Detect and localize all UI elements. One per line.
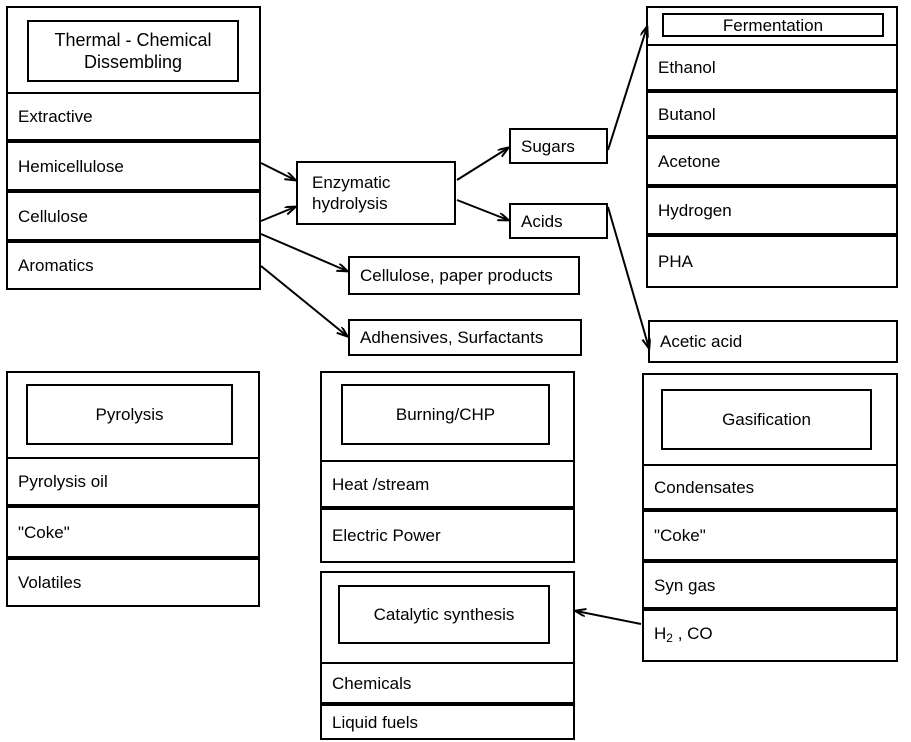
burning-chp-row-electric-label: Electric Power	[332, 526, 441, 545]
fermentation-row-ethanol[interactable]: Ethanol	[646, 44, 898, 91]
fermentation-header: Fermentation	[662, 13, 884, 37]
pyrolysis-row-oil[interactable]: Pyrolysis oil	[6, 457, 260, 506]
gasification-row-syn-gas-label: Syn gas	[654, 575, 716, 595]
pyrolysis-header: Pyrolysis	[26, 384, 233, 445]
burning-chp-header: Burning/CHP	[341, 384, 550, 445]
thermal-chemical-header-line1: Thermal - Chemical	[54, 30, 212, 50]
pyrolysis-row-oil-label: Pyrolysis oil	[18, 472, 108, 491]
thermal-row-extractive-label: Extractive	[18, 107, 93, 126]
gasification-row-h2-co[interactable]: H2 , CO	[642, 609, 898, 662]
catalytic-row-liquid-fuels-label: Liquid fuels	[332, 712, 419, 732]
gasification-row-condensates[interactable]: Condensates	[642, 464, 898, 510]
thermal-row-extractive[interactable]: Extractive	[6, 92, 261, 141]
thermal-row-hemicellulose[interactable]: Hemicellulose	[6, 141, 261, 191]
fermentation-row-pha-label: PHA	[658, 252, 693, 271]
fermentation-header-label: Fermentation	[722, 15, 824, 35]
catalytic-synthesis-header-label: Catalytic synthesis	[373, 605, 515, 624]
enzymatic-hydrolysis-line2: hydrolysis	[312, 194, 388, 213]
arrow-hemicellulose-to-enzymatic	[260, 162, 295, 180]
arrow-acids-to-acetic-acid	[607, 206, 649, 348]
sugars-box[interactable]: Sugars	[509, 128, 608, 164]
burning-chp-row-electric[interactable]: Electric Power	[320, 508, 575, 563]
pyrolysis-row-volatiles[interactable]: Volatiles	[6, 558, 260, 607]
fermentation-row-hydrogen[interactable]: Hydrogen	[646, 186, 898, 235]
arrow-cellulose-to-enzymatic	[260, 207, 295, 222]
thermal-chemical-header-line2: Dissembling	[83, 52, 183, 72]
h2-co-sub: 2	[666, 630, 673, 645]
thermal-chemical-header: Thermal - Chemical Dissembling	[27, 20, 239, 82]
arrow-gasification-to-catalytic-synthesis	[576, 611, 642, 625]
fermentation-row-hydrogen-label: Hydrogen	[658, 201, 732, 220]
thermal-row-hemicellulose-label: Hemicellulose	[18, 156, 124, 176]
thermal-row-cellulose[interactable]: Cellulose	[6, 191, 261, 241]
acetic-acid-box[interactable]: Acetic acid	[648, 320, 898, 363]
arrow-enzymatic-to-acids	[456, 199, 508, 220]
cellulose-paper-products-box[interactable]: Cellulose, paper products	[348, 256, 580, 295]
fermentation-row-acetone[interactable]: Acetone	[646, 137, 898, 186]
h2-co-pre: H	[654, 623, 667, 643]
pyrolysis-row-volatiles-label: Volatiles	[18, 573, 82, 592]
fermentation-row-acetone-label: Acetone	[658, 152, 721, 171]
acids-box[interactable]: Acids	[509, 203, 608, 239]
pyrolysis-row-coke[interactable]: "Coke"	[6, 506, 260, 558]
enzymatic-hydrolysis-box[interactable]: Enzymatic hydrolysis	[296, 161, 456, 225]
acetic-acid-label: Acetic acid	[660, 332, 743, 351]
h2-co-post: , CO	[672, 623, 713, 643]
gasification-header-label: Gasification	[722, 410, 811, 429]
pyrolysis-header-label: Pyrolysis	[95, 405, 164, 424]
gasification-row-coke[interactable]: "Coke"	[642, 510, 898, 561]
cellulose-paper-products-label: Cellulose, paper products	[360, 266, 553, 285]
thermal-row-cellulose-label: Cellulose	[18, 206, 88, 226]
arrow-to-cellulose-paper-products	[260, 233, 347, 271]
gasification-row-coke-label: "Coke"	[654, 526, 706, 545]
catalytic-row-chemicals[interactable]: Chemicals	[320, 662, 575, 704]
thermal-row-aromatics[interactable]: Aromatics	[6, 241, 261, 290]
gasification-header: Gasification	[661, 389, 872, 450]
gasification-row-condensates-label: Condensates	[654, 477, 755, 497]
fermentation-row-butanol[interactable]: Butanol	[646, 91, 898, 137]
gasification-row-h2-co-label: H2 , CO	[644, 623, 713, 649]
arrow-to-adhesives-surfactants	[260, 265, 347, 336]
burning-chp-header-label: Burning/CHP	[395, 405, 496, 424]
arrow-sugars-to-fermentation	[607, 27, 647, 151]
fermentation-row-ethanol-label: Ethanol	[658, 58, 716, 77]
adhesives-surfactants-box[interactable]: Adhensives, Surfactants	[348, 319, 582, 356]
fermentation-row-butanol-label: Butanol	[658, 104, 716, 124]
burning-chp-row-heat[interactable]: Heat /stream	[320, 460, 575, 508]
pyrolysis-row-coke-label: "Coke"	[18, 522, 70, 542]
fermentation-row-pha[interactable]: PHA	[646, 235, 898, 288]
burning-chp-row-heat-label: Heat /stream	[332, 474, 430, 494]
catalytic-row-chemicals-label: Chemicals	[332, 673, 412, 693]
acids-label: Acids	[521, 211, 563, 231]
gasification-row-syn-gas[interactable]: Syn gas	[642, 561, 898, 609]
catalytic-row-liquid-fuels[interactable]: Liquid fuels	[320, 704, 575, 740]
enzymatic-hydrolysis-line1: Enzymatic	[312, 173, 391, 192]
arrow-enzymatic-to-sugars	[456, 148, 508, 181]
thermal-row-aromatics-label: Aromatics	[18, 256, 94, 275]
catalytic-synthesis-header: Catalytic synthesis	[338, 585, 550, 644]
sugars-label: Sugars	[521, 136, 575, 156]
adhesives-surfactants-label: Adhensives, Surfactants	[360, 328, 544, 347]
